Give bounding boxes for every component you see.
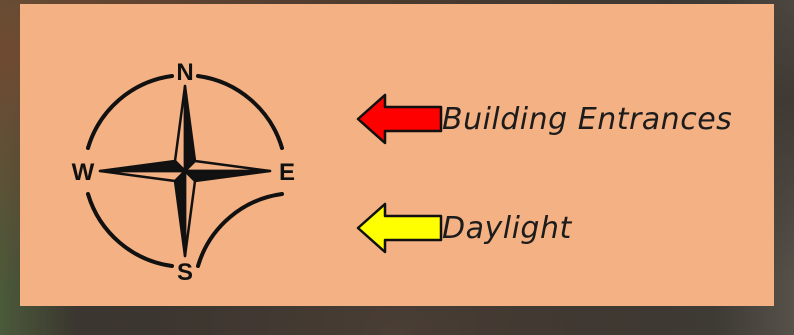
legend-item-building-entrances: Building Entrances bbox=[355, 92, 732, 146]
compass-east-label: E bbox=[279, 159, 295, 186]
compass-north-label: N bbox=[176, 59, 193, 86]
legend-label-building-entrances: Building Entrances bbox=[442, 102, 732, 137]
compass-south-label: S bbox=[177, 259, 193, 286]
legend-item-daylight: Daylight bbox=[355, 201, 572, 255]
legend-panel: N S E W Building Entrances Daylight bbox=[20, 4, 774, 306]
left-arrow-icon bbox=[355, 201, 445, 255]
legend-label-daylight: Daylight bbox=[442, 211, 572, 246]
compass-rose-icon: N S E W bbox=[65, 44, 305, 314]
left-arrow-icon bbox=[355, 92, 445, 146]
compass-star bbox=[100, 86, 270, 256]
compass-west-label: W bbox=[72, 159, 95, 186]
